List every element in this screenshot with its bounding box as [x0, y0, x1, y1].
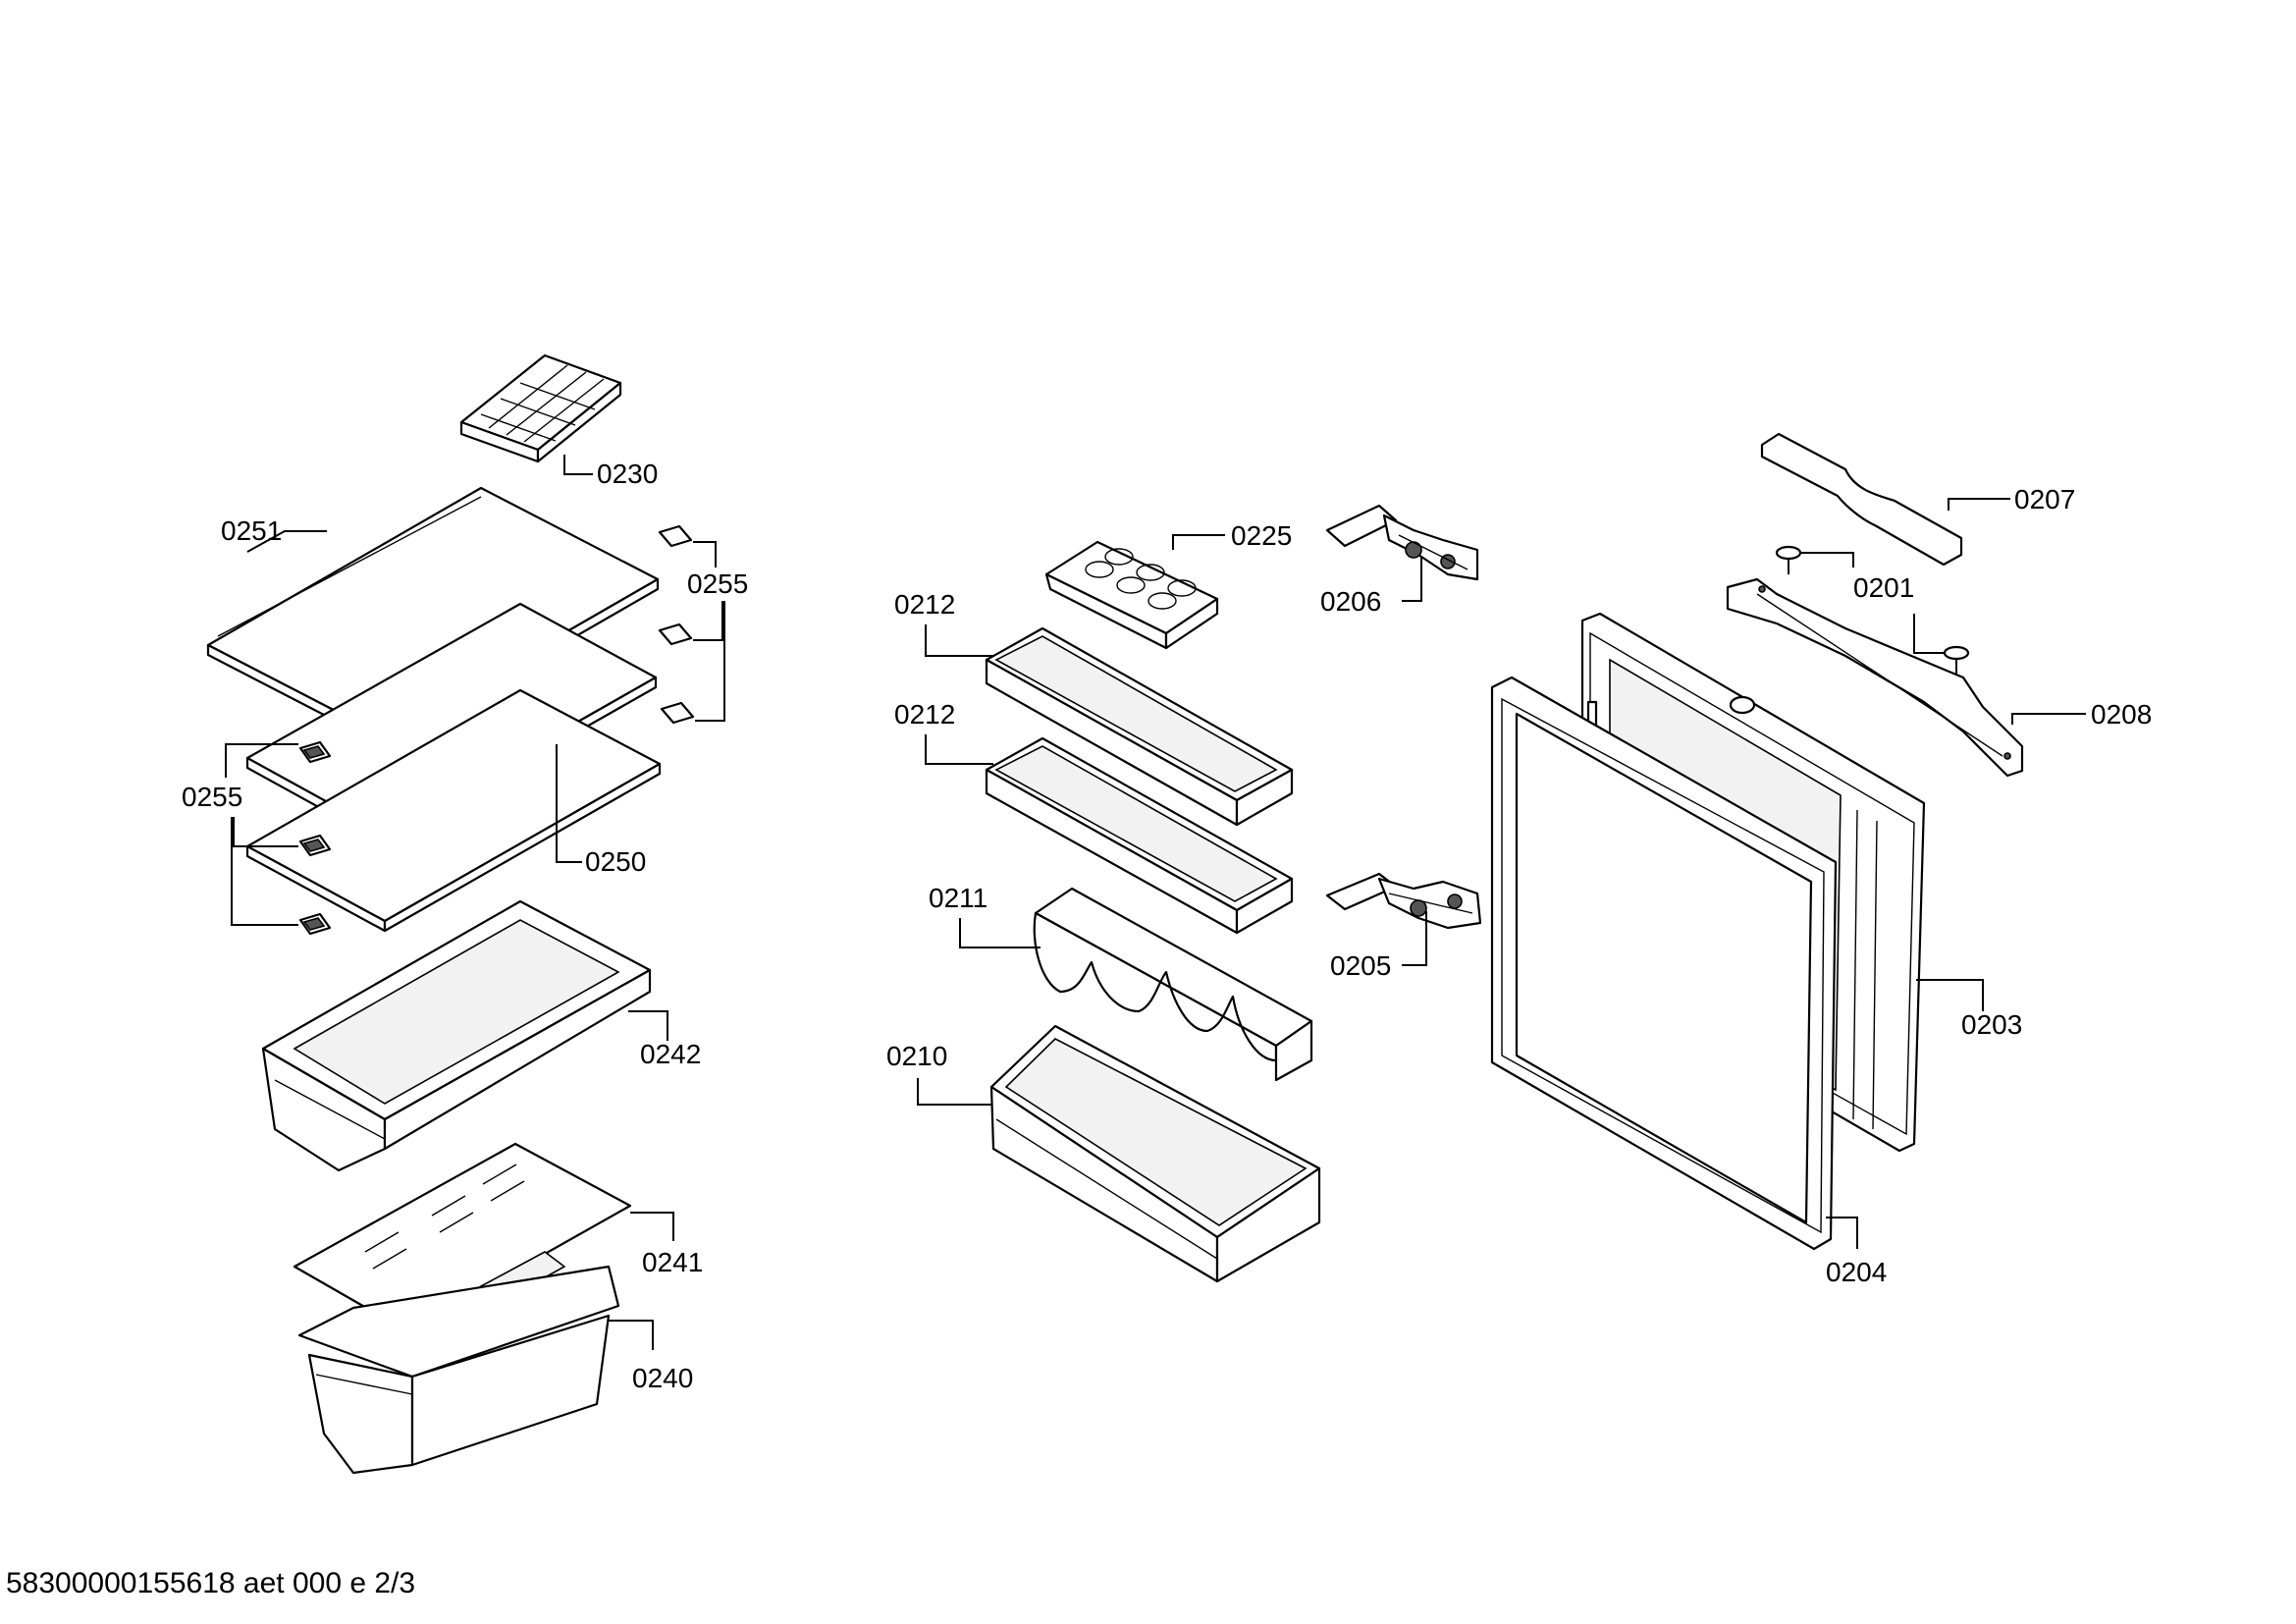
part-0225-egg-tray	[1044, 540, 1219, 650]
part-0255-clips-left	[298, 740, 332, 936]
label-0241: 0241	[642, 1247, 703, 1277]
part-0204-door-frame	[1490, 676, 1838, 1251]
label-0205: 0205	[1330, 950, 1391, 981]
label-0255-left: 0255	[182, 782, 242, 812]
part-0212-door-shelf-upper	[985, 626, 1294, 827]
label-0203: 0203	[1961, 1009, 2022, 1040]
part-0205-lower-hinge	[1325, 872, 1482, 930]
part-0206-upper-hinge	[1325, 504, 1479, 581]
label-0206: 0206	[1320, 586, 1381, 617]
label-0242: 0242	[640, 1039, 701, 1069]
part-0208-hinge-rail	[1726, 577, 2024, 778]
part-0212-door-shelf-lower	[985, 736, 1294, 935]
part-0240-tray-box	[297, 1265, 620, 1475]
part-0201-screws	[1775, 545, 1970, 675]
part-0207-top-cover	[1760, 432, 1963, 567]
label-0210: 0210	[886, 1041, 947, 1071]
part-0211-bottle-holder	[1033, 887, 1313, 1082]
label-0201: 0201	[1853, 572, 1914, 603]
label-0225: 0225	[1231, 520, 1292, 551]
label-0212-upper: 0212	[894, 589, 955, 620]
label-0208: 0208	[2091, 699, 2152, 730]
label-0255-right: 0255	[687, 568, 748, 599]
label-0251: 0251	[221, 515, 282, 546]
part-0255-clips-right	[658, 524, 695, 725]
label-0207: 0207	[2014, 484, 2075, 514]
label-0212-lower: 0212	[894, 699, 955, 730]
label-0211: 0211	[929, 883, 988, 913]
label-0240: 0240	[632, 1363, 693, 1393]
document-footer-id: 58300000155618 aet 000 e 2/3	[6, 1567, 416, 1599]
part-0230-ice-tray	[459, 353, 622, 463]
part-0210-door-bin	[989, 1024, 1321, 1283]
label-0230: 0230	[597, 459, 658, 489]
label-0250: 0250	[585, 846, 646, 877]
label-0204: 0204	[1826, 1257, 1887, 1287]
part-0242-crisper-drawer	[261, 899, 652, 1172]
